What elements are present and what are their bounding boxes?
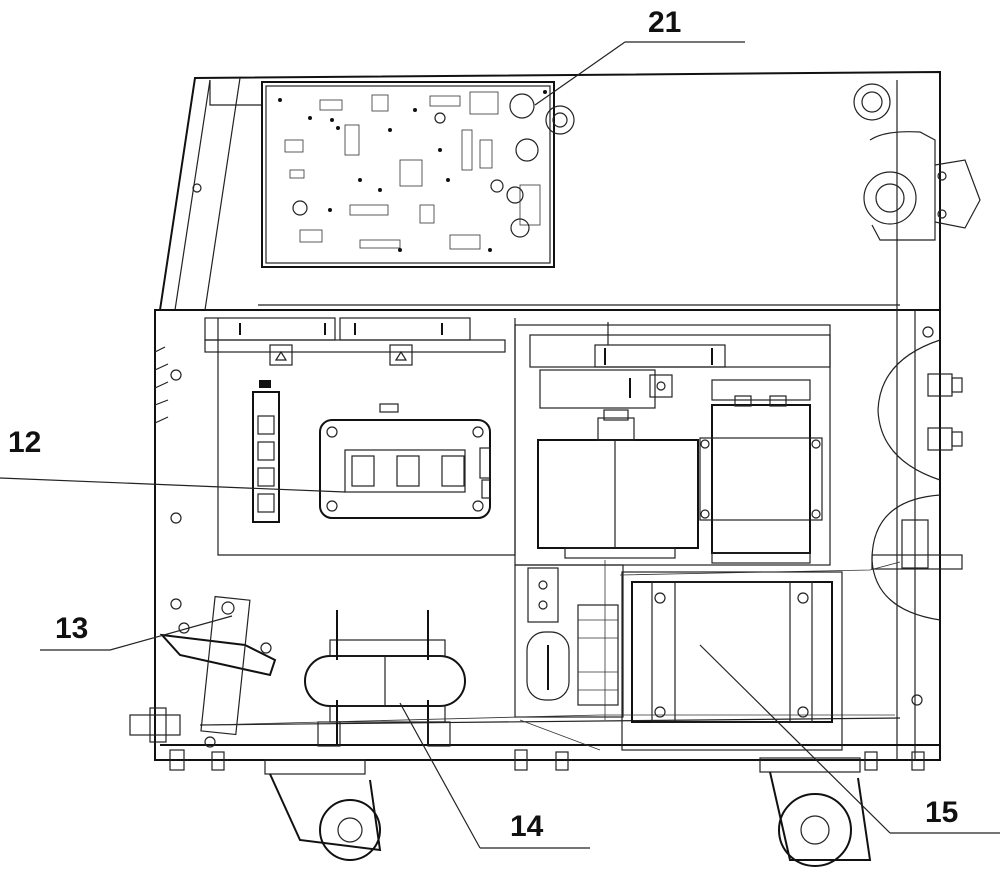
rectifier-bridge bbox=[252, 380, 280, 523]
filter-inductor bbox=[129, 595, 277, 748]
igbt-module bbox=[319, 403, 491, 519]
transformer-right bbox=[699, 395, 823, 564]
left-castor bbox=[264, 759, 382, 861]
output-terminals bbox=[871, 326, 963, 706]
right-castor bbox=[759, 757, 872, 867]
callout-15: 15 bbox=[925, 796, 958, 829]
right-inner-panel bbox=[514, 322, 831, 566]
left-mounting-plate bbox=[154, 317, 516, 610]
base-feet bbox=[169, 749, 925, 771]
relay-block bbox=[514, 564, 624, 718]
leader-lines bbox=[0, 41, 1000, 849]
cabinet-outline bbox=[154, 70, 941, 761]
callout-21: 21 bbox=[648, 6, 681, 39]
callout-12: 12 bbox=[8, 426, 41, 459]
callout-13: 13 bbox=[55, 612, 88, 645]
top-right-fixtures bbox=[192, 83, 981, 241]
control-pcb bbox=[261, 81, 555, 268]
transformer-left bbox=[537, 409, 699, 559]
output-reactor bbox=[304, 610, 466, 747]
wiring bbox=[204, 560, 901, 751]
callout-14: 14 bbox=[510, 810, 544, 843]
main-transformer bbox=[621, 571, 843, 751]
